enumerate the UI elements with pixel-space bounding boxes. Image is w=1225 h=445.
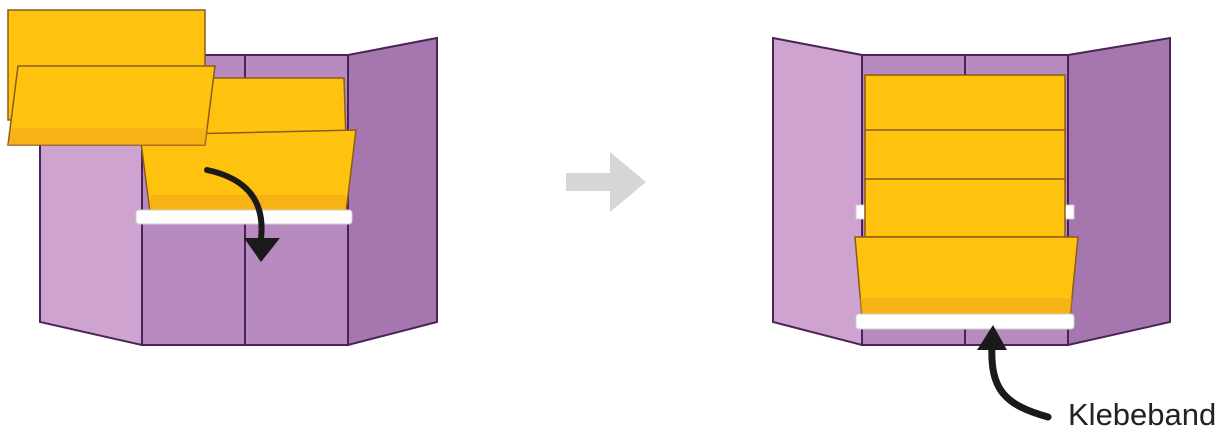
paper-sheet [865, 75, 1065, 133]
tape-label: Klebeband [1068, 397, 1216, 432]
tape-strip [136, 210, 352, 224]
left-figure [8, 10, 437, 345]
tape-strip [856, 314, 1074, 329]
right-wing-panel [1068, 38, 1170, 345]
right-arrow-icon [566, 152, 646, 212]
paper-sheet [865, 179, 1065, 237]
curved-up-arrow-icon [992, 345, 1048, 417]
paper-sheet [865, 130, 1065, 182]
paper-shadow [150, 195, 346, 212]
paper-shadow [8, 128, 207, 145]
right-figure: Klebeband [773, 38, 1216, 432]
right-wing-panel [348, 38, 437, 345]
left-wing-panel [773, 38, 862, 345]
